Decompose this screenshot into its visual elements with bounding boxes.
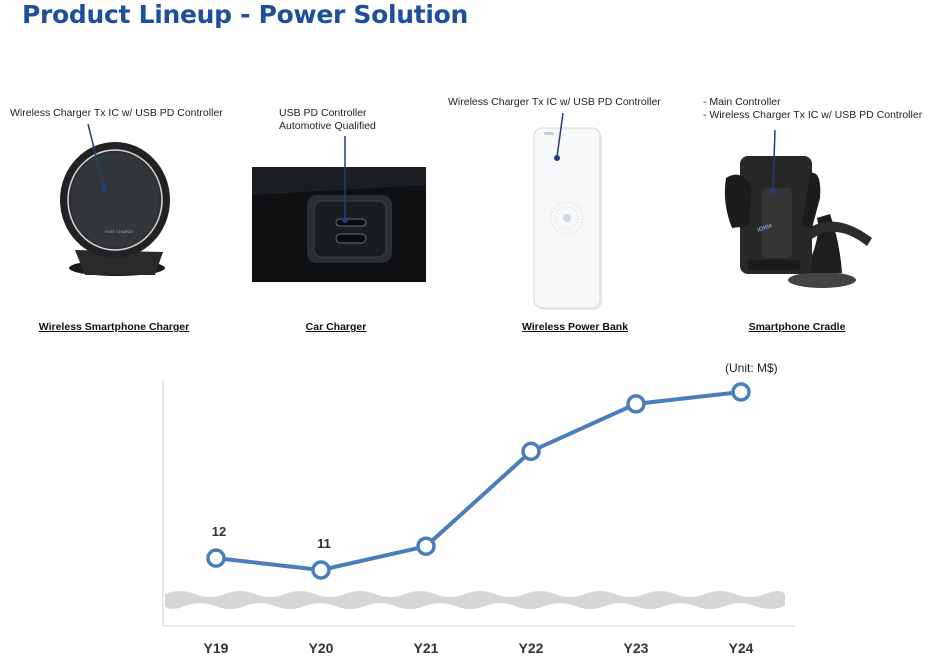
- callout-line: Automotive Qualified: [279, 120, 376, 132]
- data-point-y23: [626, 394, 646, 414]
- data-point-y22: [521, 441, 541, 462]
- cradle-image: iOttie: [722, 148, 882, 293]
- page-title: Product Lineup - Power Solution: [22, 0, 469, 29]
- car-charger-image: [252, 167, 426, 282]
- x-tick-label-y20: Y20: [308, 640, 334, 656]
- charger-logo-text: FAST CHARGE: [105, 229, 133, 234]
- data-point-y20: [311, 560, 331, 580]
- callout-line: Wireless Charger Tx IC w/ USB PD Control…: [10, 107, 223, 119]
- x-tick-label-y22: Y22: [518, 640, 544, 656]
- callout-wireless-charger: Wireless Charger Tx IC w/ USB PD Control…: [10, 107, 223, 120]
- series-line: [215, 390, 742, 572]
- callout-cradle: - Main Controller - Wireless Charger Tx …: [703, 96, 922, 122]
- x-tick-label-y19: Y19: [203, 640, 229, 656]
- data-label-y19: 12: [211, 524, 227, 540]
- product-label-wireless-charger: Wireless Smartphone Charger: [38, 321, 190, 333]
- product-label-cradle: Smartphone Cradle: [748, 321, 846, 333]
- power-bank-image: [530, 126, 610, 316]
- data-point-y21: [416, 536, 436, 557]
- chart-unit-label: (Unit: M$): [725, 361, 778, 375]
- data-label-y20: 11: [317, 536, 331, 551]
- callout-line: USB PD Controller: [279, 107, 367, 119]
- callout-power-bank: Wireless Charger Tx IC w/ USB PD Control…: [448, 96, 661, 109]
- callout-car-charger: USB PD Controller Automotive Qualified: [279, 107, 376, 133]
- callout-line: - Main Controller: [703, 96, 781, 108]
- x-tick-label-y21: Y21: [413, 640, 439, 656]
- product-label-car-charger: Car Charger: [305, 321, 367, 333]
- callout-line: - Wireless Charger Tx IC w/ USB PD Contr…: [703, 109, 923, 121]
- data-point-y19: [206, 548, 226, 568]
- callout-line: Wireless Charger Tx IC w/ USB PD Control…: [448, 96, 661, 108]
- cradle-logo-text: iOttie: [757, 223, 774, 234]
- axis-break-band: [165, 591, 785, 609]
- x-tick-label-y23: Y23: [623, 640, 649, 656]
- data-point-y24: [731, 382, 751, 402]
- product-label-power-bank: Wireless Power Bank: [521, 321, 629, 333]
- x-tick-label-y24: Y24: [728, 640, 754, 656]
